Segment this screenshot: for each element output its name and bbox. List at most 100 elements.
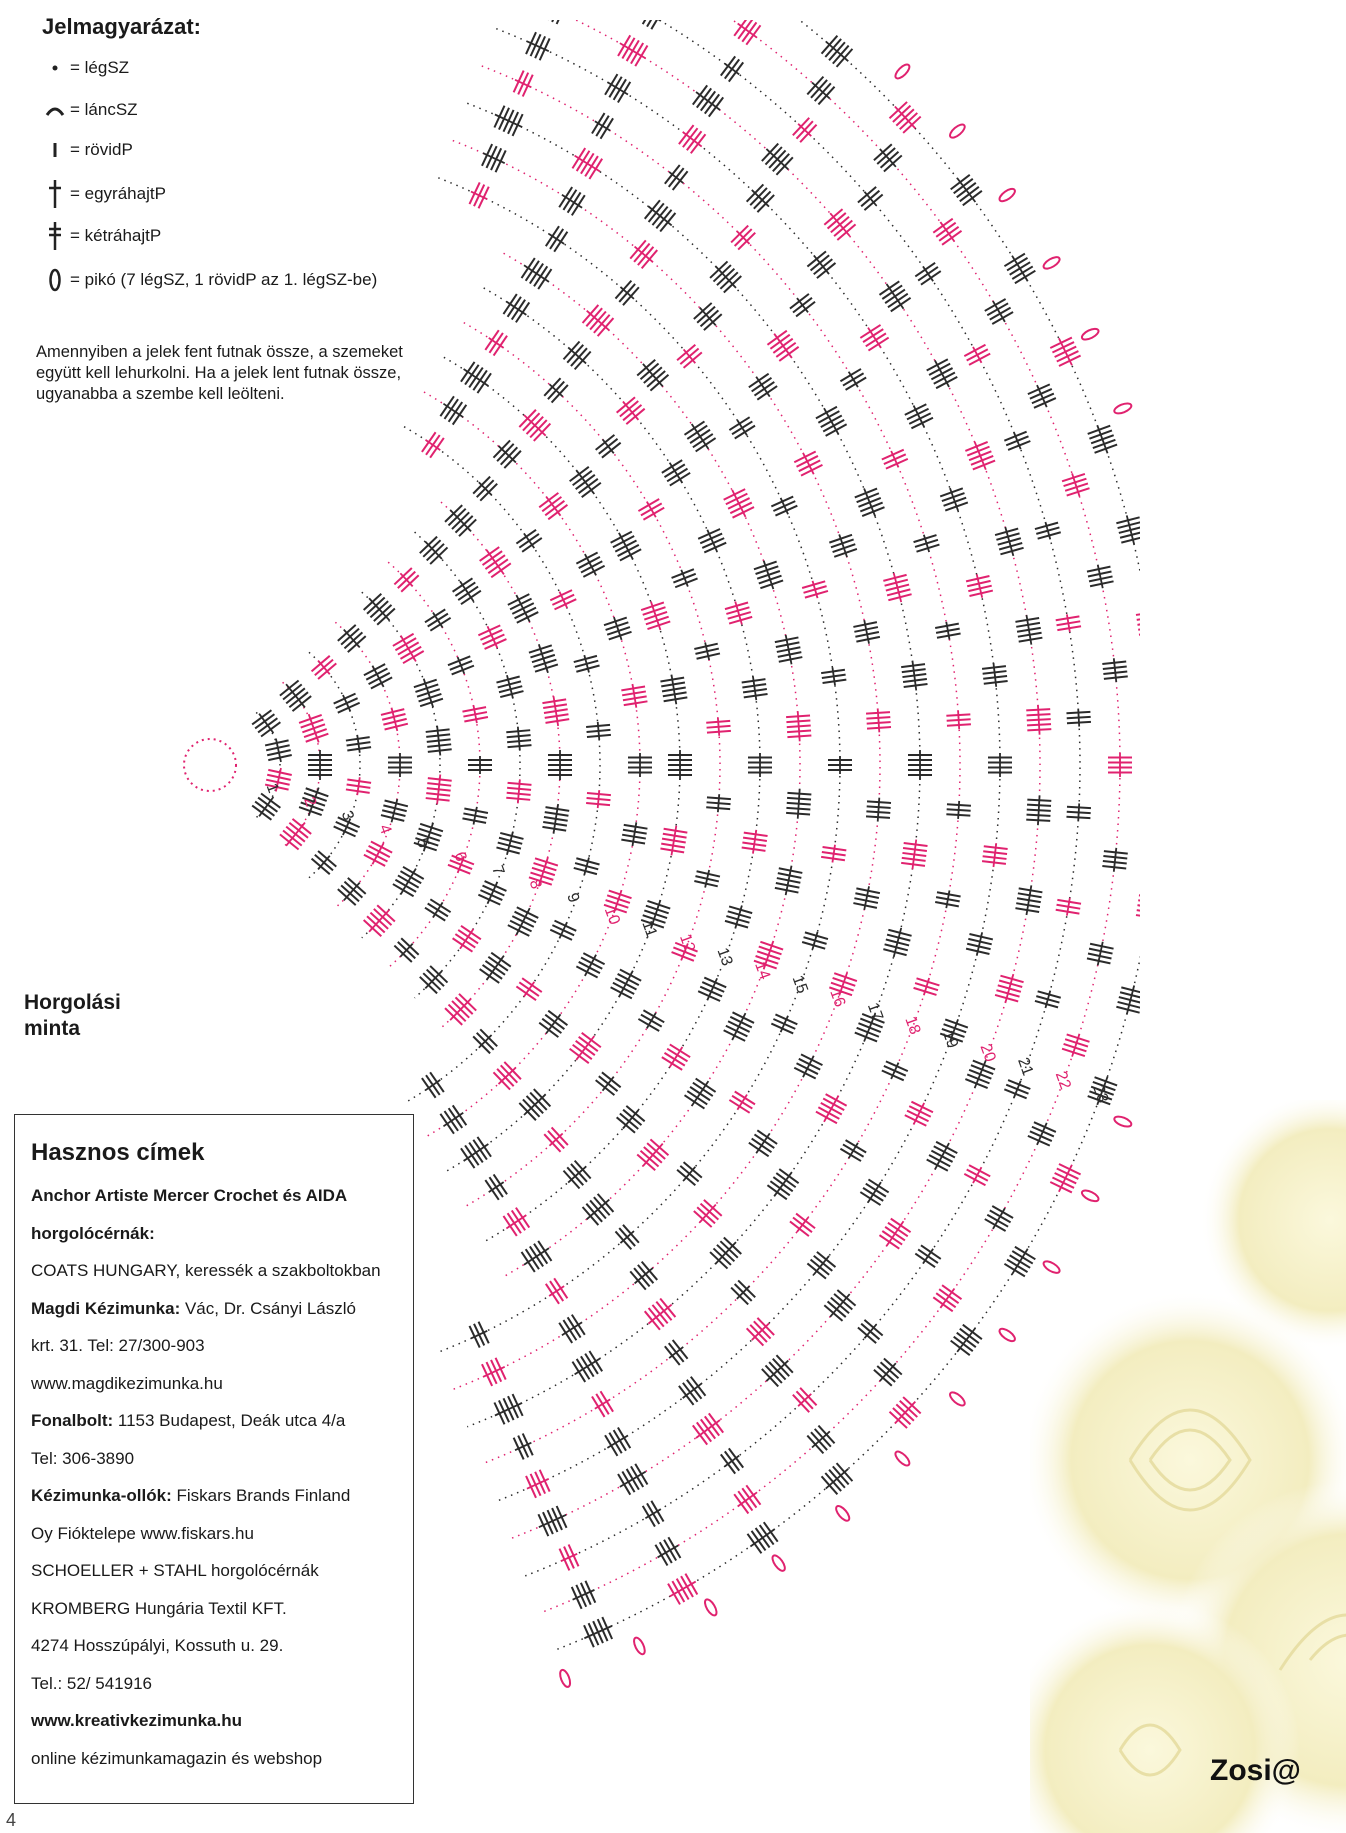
stitch-mark xyxy=(555,20,560,25)
stitch-bar xyxy=(422,822,434,852)
picot-mark xyxy=(1042,256,1061,270)
stitch-bar xyxy=(526,1477,550,1490)
chain-round xyxy=(463,321,721,1209)
stitch-bar xyxy=(258,796,275,817)
stitch-bar xyxy=(317,855,331,871)
stitch-bar xyxy=(619,286,635,300)
stitch-bar xyxy=(442,1111,464,1128)
stitch-bar xyxy=(548,383,564,398)
address-line: Magdi Kézimunka: Vác, Dr. Csányi László xyxy=(31,1290,405,1328)
stitch-bar xyxy=(1013,1080,1022,1098)
stitch-bar xyxy=(634,1267,654,1285)
picot-mark xyxy=(704,1598,718,1617)
picot-mark xyxy=(998,187,1016,203)
stitch-bar xyxy=(552,803,560,834)
stitch-bar xyxy=(704,869,711,888)
stitch-bar xyxy=(975,574,984,598)
legend-title: Jelmagyarázat: xyxy=(42,14,201,39)
round-number: 17 xyxy=(864,1001,886,1024)
stitch-bar xyxy=(342,818,352,836)
stitch-bar xyxy=(811,931,819,950)
stitch-bar xyxy=(622,400,640,421)
stitch-bar xyxy=(802,1055,815,1078)
stitch-bar xyxy=(879,1362,897,1382)
stitch-mark xyxy=(1138,894,1140,897)
address-line-bold: Kézimunka-ollók: xyxy=(31,1486,172,1505)
stitch-bar xyxy=(734,905,743,929)
stitch-bar xyxy=(1025,885,1033,916)
stitch-bar xyxy=(584,954,597,977)
legend-label: = egyráhajtP xyxy=(70,184,166,203)
stitch-bar xyxy=(765,1359,789,1382)
stitch-bar xyxy=(939,221,956,243)
stitch-bar xyxy=(537,856,549,887)
stitch-bar xyxy=(631,822,638,847)
address-line: 4274 Hosszúpályi, Kossuth u. 29. xyxy=(31,1627,405,1665)
round-number: 11 xyxy=(638,918,660,940)
stitch-bar xyxy=(575,469,596,495)
stitch-bar xyxy=(618,532,634,560)
stitch-bar xyxy=(619,42,647,60)
stitch-bar xyxy=(890,1062,900,1080)
picot-mark xyxy=(1080,327,1100,341)
stitch-bar xyxy=(1036,384,1048,408)
stitch-bar xyxy=(922,1248,934,1265)
stitch-bar xyxy=(343,881,361,902)
stitch-bar xyxy=(934,1142,950,1170)
stitch-bar xyxy=(956,1327,977,1353)
stitch-bar xyxy=(526,40,550,53)
stitch-bar xyxy=(646,1012,657,1029)
stitch-bar xyxy=(596,721,601,740)
stitch-bar xyxy=(922,977,931,996)
stitch-bar xyxy=(558,591,568,609)
stitch-bar xyxy=(1036,1122,1048,1146)
stitch-bar xyxy=(561,1321,583,1337)
stitch-bar xyxy=(516,779,521,804)
stitch-bar xyxy=(586,309,610,332)
address-line: online kézimunkamagazin és webshop xyxy=(31,1740,405,1778)
stitch-bar xyxy=(307,787,320,817)
stitch-mark xyxy=(1136,909,1140,912)
stitch-bar xyxy=(690,1080,710,1107)
stitch-bar xyxy=(831,844,836,863)
stitch-bar xyxy=(642,1143,664,1167)
stitch-bar xyxy=(523,532,536,549)
stitch-bar xyxy=(752,676,758,701)
stitch-bar xyxy=(737,1491,758,1508)
pattern-title-line: minta xyxy=(24,1017,81,1040)
stitch-bar xyxy=(574,1357,601,1376)
stitch-bar xyxy=(558,921,568,939)
stitch-bar xyxy=(478,1034,493,1049)
legend-item-chain-arc: = láncSZ xyxy=(40,100,138,120)
address-line: Kézimunka-ollók: Fiskars Brands Finland xyxy=(31,1477,405,1515)
round-number: 16 xyxy=(826,987,848,1010)
stitch-bar xyxy=(972,1166,983,1184)
stitch-bar xyxy=(1096,941,1104,966)
stitch-bar xyxy=(399,572,414,588)
stitch-bar xyxy=(885,283,905,310)
stitch-bar xyxy=(892,927,903,958)
stitch-bar xyxy=(752,829,758,854)
stitch-bar xyxy=(890,450,900,468)
round-number: 20 xyxy=(977,1042,999,1065)
stitch-bar xyxy=(829,1293,851,1318)
stitch-bar xyxy=(823,1095,840,1123)
stitch-bar xyxy=(482,152,506,164)
stitch-bar xyxy=(847,371,859,388)
stitch-mark xyxy=(1135,914,1140,917)
stitch-bar xyxy=(424,541,443,560)
stitch-bar xyxy=(356,734,361,753)
stitch-bar xyxy=(459,580,475,602)
stitch-bar xyxy=(1058,1164,1073,1193)
stitch-bar xyxy=(583,654,590,673)
stitch-bar xyxy=(478,481,493,496)
legend-label: = láncSZ xyxy=(70,100,138,119)
picot-mark xyxy=(949,1391,966,1407)
round-number: 18 xyxy=(901,1014,923,1037)
stitch-bar xyxy=(506,831,514,856)
chain-round xyxy=(361,591,441,939)
legend-label: = kétráhajtP xyxy=(70,226,162,245)
stitch-mark xyxy=(641,20,647,25)
stitch-bar xyxy=(973,441,987,470)
stitch-bar xyxy=(867,327,882,349)
